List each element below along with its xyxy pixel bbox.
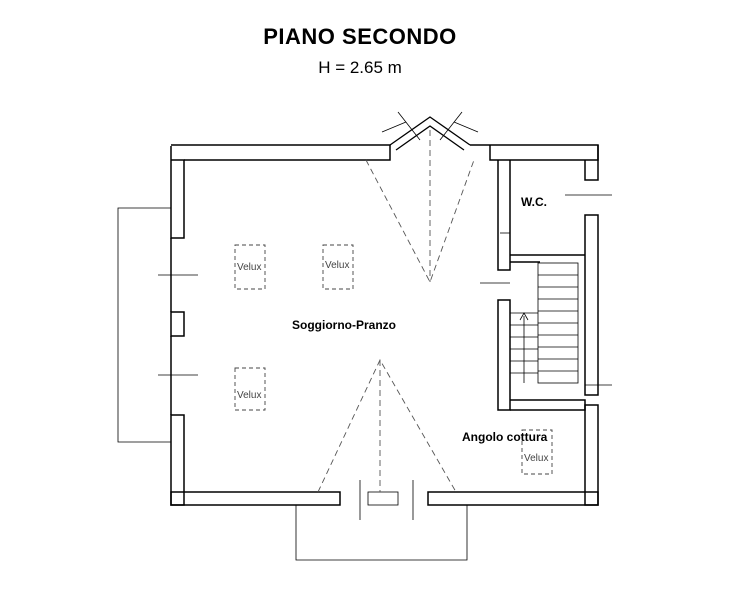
balconies <box>117 207 468 561</box>
openings <box>158 194 612 520</box>
velux-skylights <box>234 244 553 475</box>
velux-label-4: Velux <box>524 453 548 464</box>
velux-2-outline <box>322 244 354 290</box>
ceiling-height-label: H = 2.65 m <box>318 58 402 77</box>
velux-4-outline <box>521 429 553 475</box>
plan-title: PIANO SECONDO <box>263 24 457 49</box>
velux-label-1: Velux <box>237 262 261 273</box>
room-label-kitchen: Angolo cottura <box>462 430 548 444</box>
room-label-living: Soggiorno-Pranzo <box>292 318 396 332</box>
room-label-wc: W.C. <box>521 195 547 209</box>
interior-walls <box>497 160 586 411</box>
staircase <box>510 262 579 384</box>
roof-slope-lines <box>317 130 475 493</box>
velux-label-2: Velux <box>325 260 349 271</box>
velux-3-outline <box>234 367 266 411</box>
velux-1-outline <box>234 244 266 290</box>
velux-label-3: Velux <box>237 390 261 401</box>
bay-window <box>381 111 479 151</box>
